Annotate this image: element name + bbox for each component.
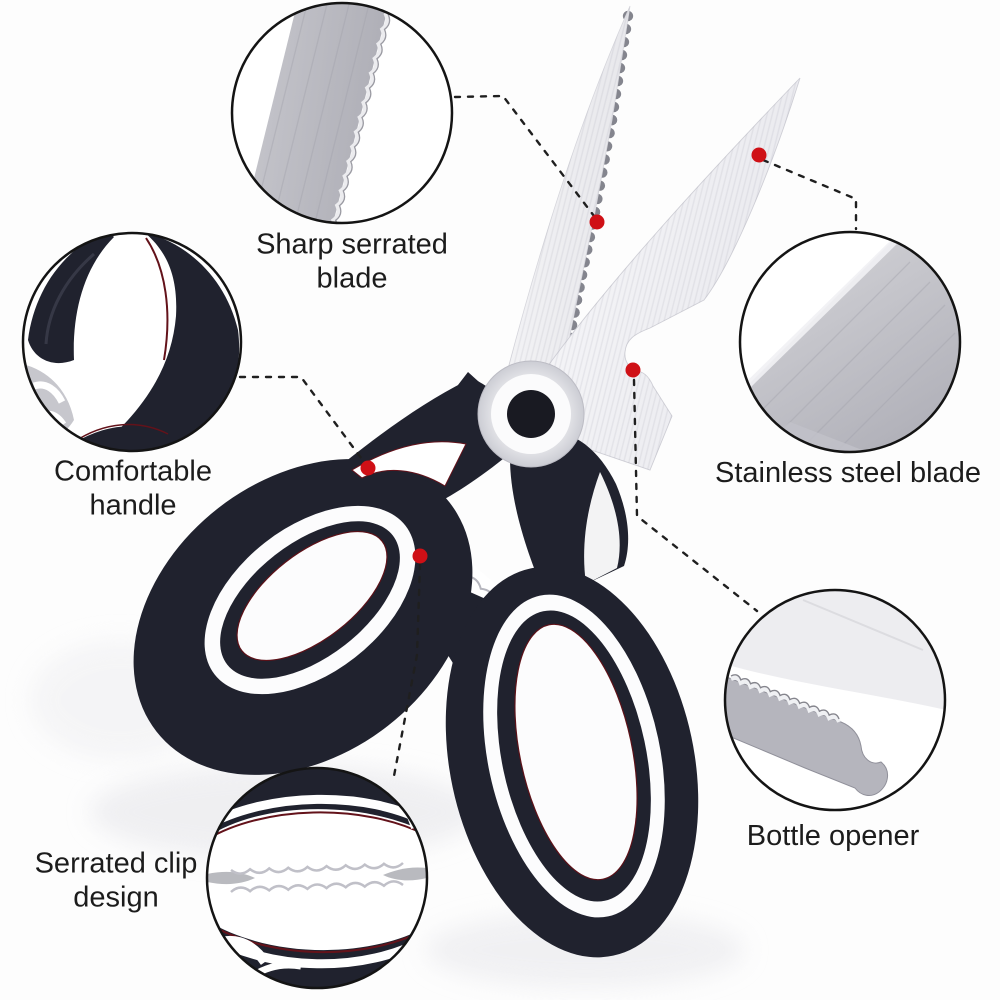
leader-stainless	[761, 158, 858, 231]
feature-markers	[360, 147, 767, 564]
inset-comfortable-handle	[21, 231, 243, 453]
leader-lines	[238, 94, 858, 778]
marker-stainless	[751, 147, 767, 163]
leader-handle	[238, 375, 366, 464]
leader-bottle	[632, 378, 759, 613]
leader-clip	[392, 562, 422, 778]
inset-serrated-clip	[205, 766, 429, 990]
marker-clip	[412, 548, 428, 564]
kitchen-shears	[133, 5, 801, 958]
inset-sharp-serrated-blade	[230, 1, 454, 225]
label-stainless-steel-blade: Stainless steel blade	[715, 457, 981, 490]
label-comfortable-handle: Comfortable handle	[54, 455, 212, 521]
leader-sharp-serrated	[453, 94, 596, 218]
marker-bottle	[625, 362, 641, 378]
inset-stainless-steel-blade	[738, 230, 962, 454]
label-bottle-opener: Bottle opener	[746, 820, 920, 853]
label-serrated-clip-design: Serrated clip design	[34, 847, 198, 913]
label-sharp-serrated-blade: Sharp serrated blade	[256, 228, 448, 294]
marker-sharp-serrated	[589, 214, 605, 230]
lower-handle	[445, 430, 699, 958]
pivot-screw	[477, 360, 585, 468]
marker-handle	[360, 460, 376, 476]
inset-bottle-opener	[723, 588, 947, 812]
